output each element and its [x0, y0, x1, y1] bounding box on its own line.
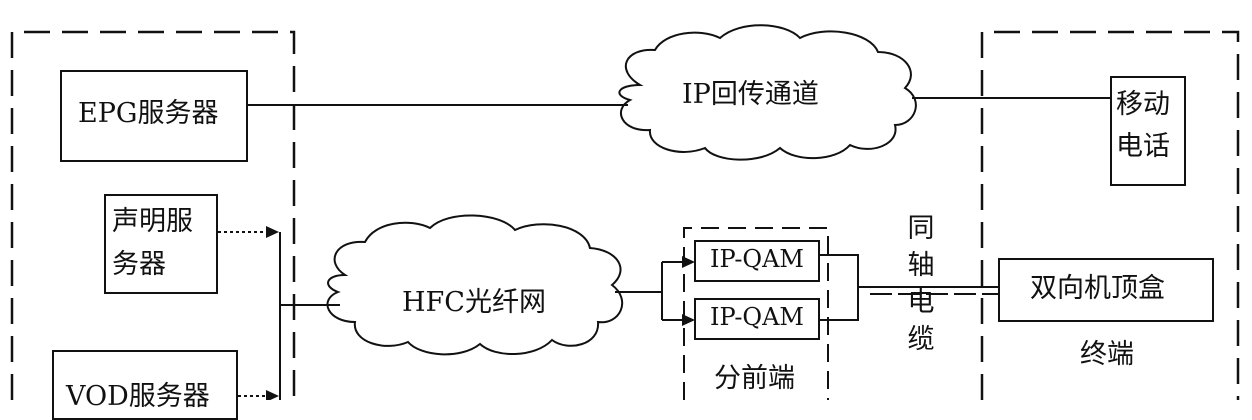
mobile-phone-box	[1110, 76, 1186, 186]
vod-server-label: VOD服务器	[66, 381, 210, 412]
headend-region-border	[10, 30, 296, 400]
ip-channel-label: IP回传通道	[682, 79, 819, 110]
ipqam-2-output-line	[820, 290, 859, 321]
settop-box-box	[998, 258, 1214, 322]
statement-server-arrowhead	[266, 226, 279, 238]
statement-server-label: 声明服务器	[112, 206, 193, 280]
coax-char-4: 缆	[907, 324, 935, 355]
ipqam-1-label: IP-QAM	[710, 245, 805, 273]
sub-headend-label: 分前端	[714, 363, 795, 394]
coax-char-1: 同	[907, 213, 935, 244]
terminal-region-border	[980, 30, 1240, 400]
coax-char-2: 轴	[907, 250, 935, 281]
sub-headend-border	[683, 227, 829, 400]
ipqam-1-arrowhead	[682, 256, 695, 268]
coax-cable-label: 同 轴 电 缆	[906, 210, 936, 358]
epg-server-box	[60, 70, 248, 162]
diagram-canvas	[10, 24, 1240, 400]
epg-server-label: EPG服务器	[78, 98, 219, 129]
terminal-label: 终端	[1080, 339, 1134, 370]
statement-server-box	[104, 194, 218, 294]
vod-server-arrowhead	[266, 390, 279, 400]
ipqam-1-output-line	[820, 254, 859, 290]
ipqam-2-label: IP-QAM	[710, 303, 805, 331]
mobile-phone-label: 移动电话	[1116, 89, 1170, 162]
hfc-network-cloud	[326, 214, 624, 356]
ipqam-2-arrowhead	[682, 314, 695, 326]
settop-box-label: 双向机顶盒	[1030, 273, 1165, 304]
hfc-network-label: HFC光纤网	[402, 287, 546, 318]
ipqam-2-box	[694, 298, 820, 340]
coax-char-3: 电	[907, 287, 935, 318]
ipqam-1-box	[694, 240, 820, 282]
ip-channel-cloud	[618, 24, 917, 161]
